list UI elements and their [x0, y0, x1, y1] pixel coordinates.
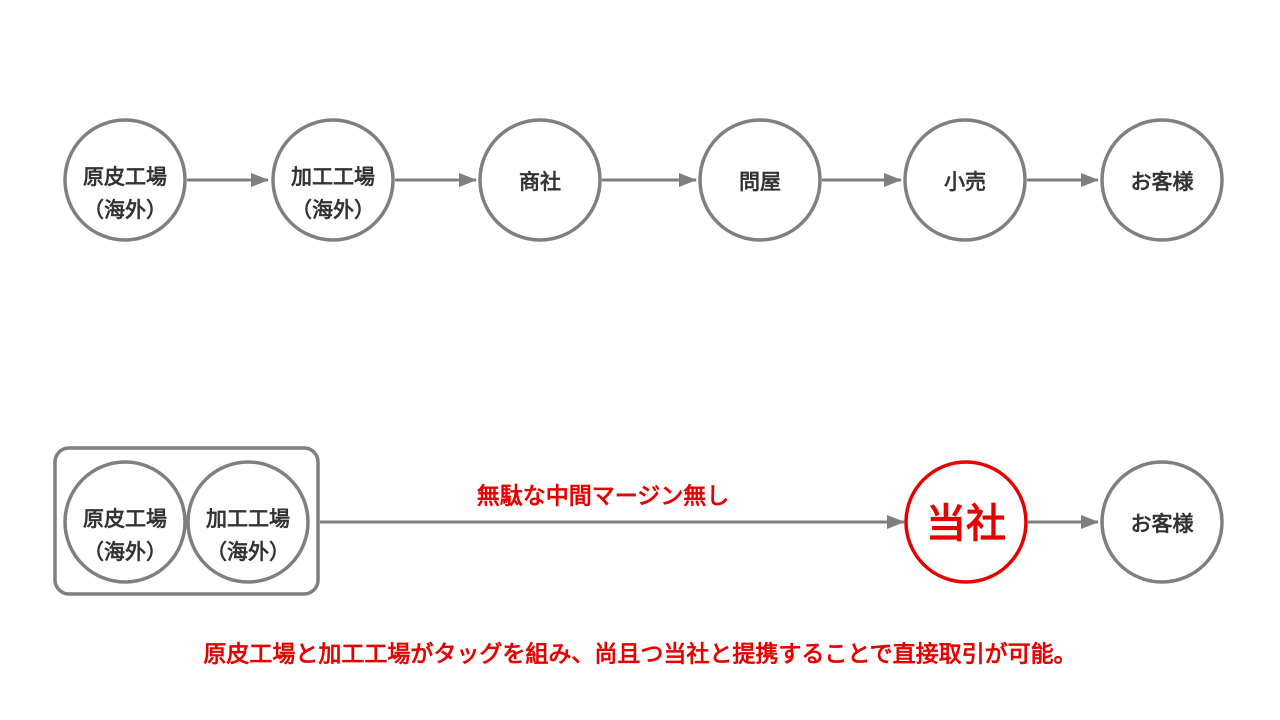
node-wholesaler: 問屋: [698, 118, 822, 242]
node-sublabel: （海外）: [206, 540, 290, 564]
node-raw-hide-factory: 原皮工場 （海外）: [63, 118, 187, 242]
node-label: 当社: [926, 501, 1006, 547]
node-label: 加工工場: [290, 165, 375, 189]
node-label: 加工工場: [205, 507, 290, 531]
node-label: 商社: [519, 170, 561, 194]
node-label: お客様: [1131, 170, 1195, 194]
node-label: お客様: [1131, 512, 1195, 536]
direct-flow: 原皮工場 （海外） 加工工場 （海外） 無駄な中間マージン無し 当社 お客様: [53, 446, 1224, 596]
node-sublabel: （海外）: [83, 198, 167, 222]
traditional-flow: 原皮工場 （海外） 加工工場 （海外） 商社 問屋 小売 お客様: [63, 118, 1224, 242]
node-processing-factory: 加工工場 （海外）: [186, 460, 310, 584]
node-raw-hide-factory: 原皮工場 （海外）: [63, 460, 187, 584]
node-label: 小売: [944, 170, 986, 194]
node-retailer: 小売: [903, 118, 1027, 242]
caption: 原皮工場と加工工場がタッグを組み、尚且つ当社と提携することで直接取引が可能。: [203, 641, 1076, 668]
node-label: 原皮工場: [83, 165, 167, 189]
node-label: 問屋: [739, 170, 781, 194]
node-label: 原皮工場: [83, 507, 167, 531]
node-trading-company: 商社: [478, 118, 602, 242]
node-sublabel: （海外）: [83, 540, 167, 564]
node-our-company: 当社: [904, 460, 1028, 584]
node-processing-factory: 加工工場 （海外）: [271, 118, 395, 242]
node-sublabel: （海外）: [291, 198, 375, 222]
node-customer: お客様: [1100, 460, 1224, 584]
edge-label-no-margin: 無駄な中間マージン無し: [477, 484, 730, 510]
node-customer: お客様: [1100, 118, 1224, 242]
